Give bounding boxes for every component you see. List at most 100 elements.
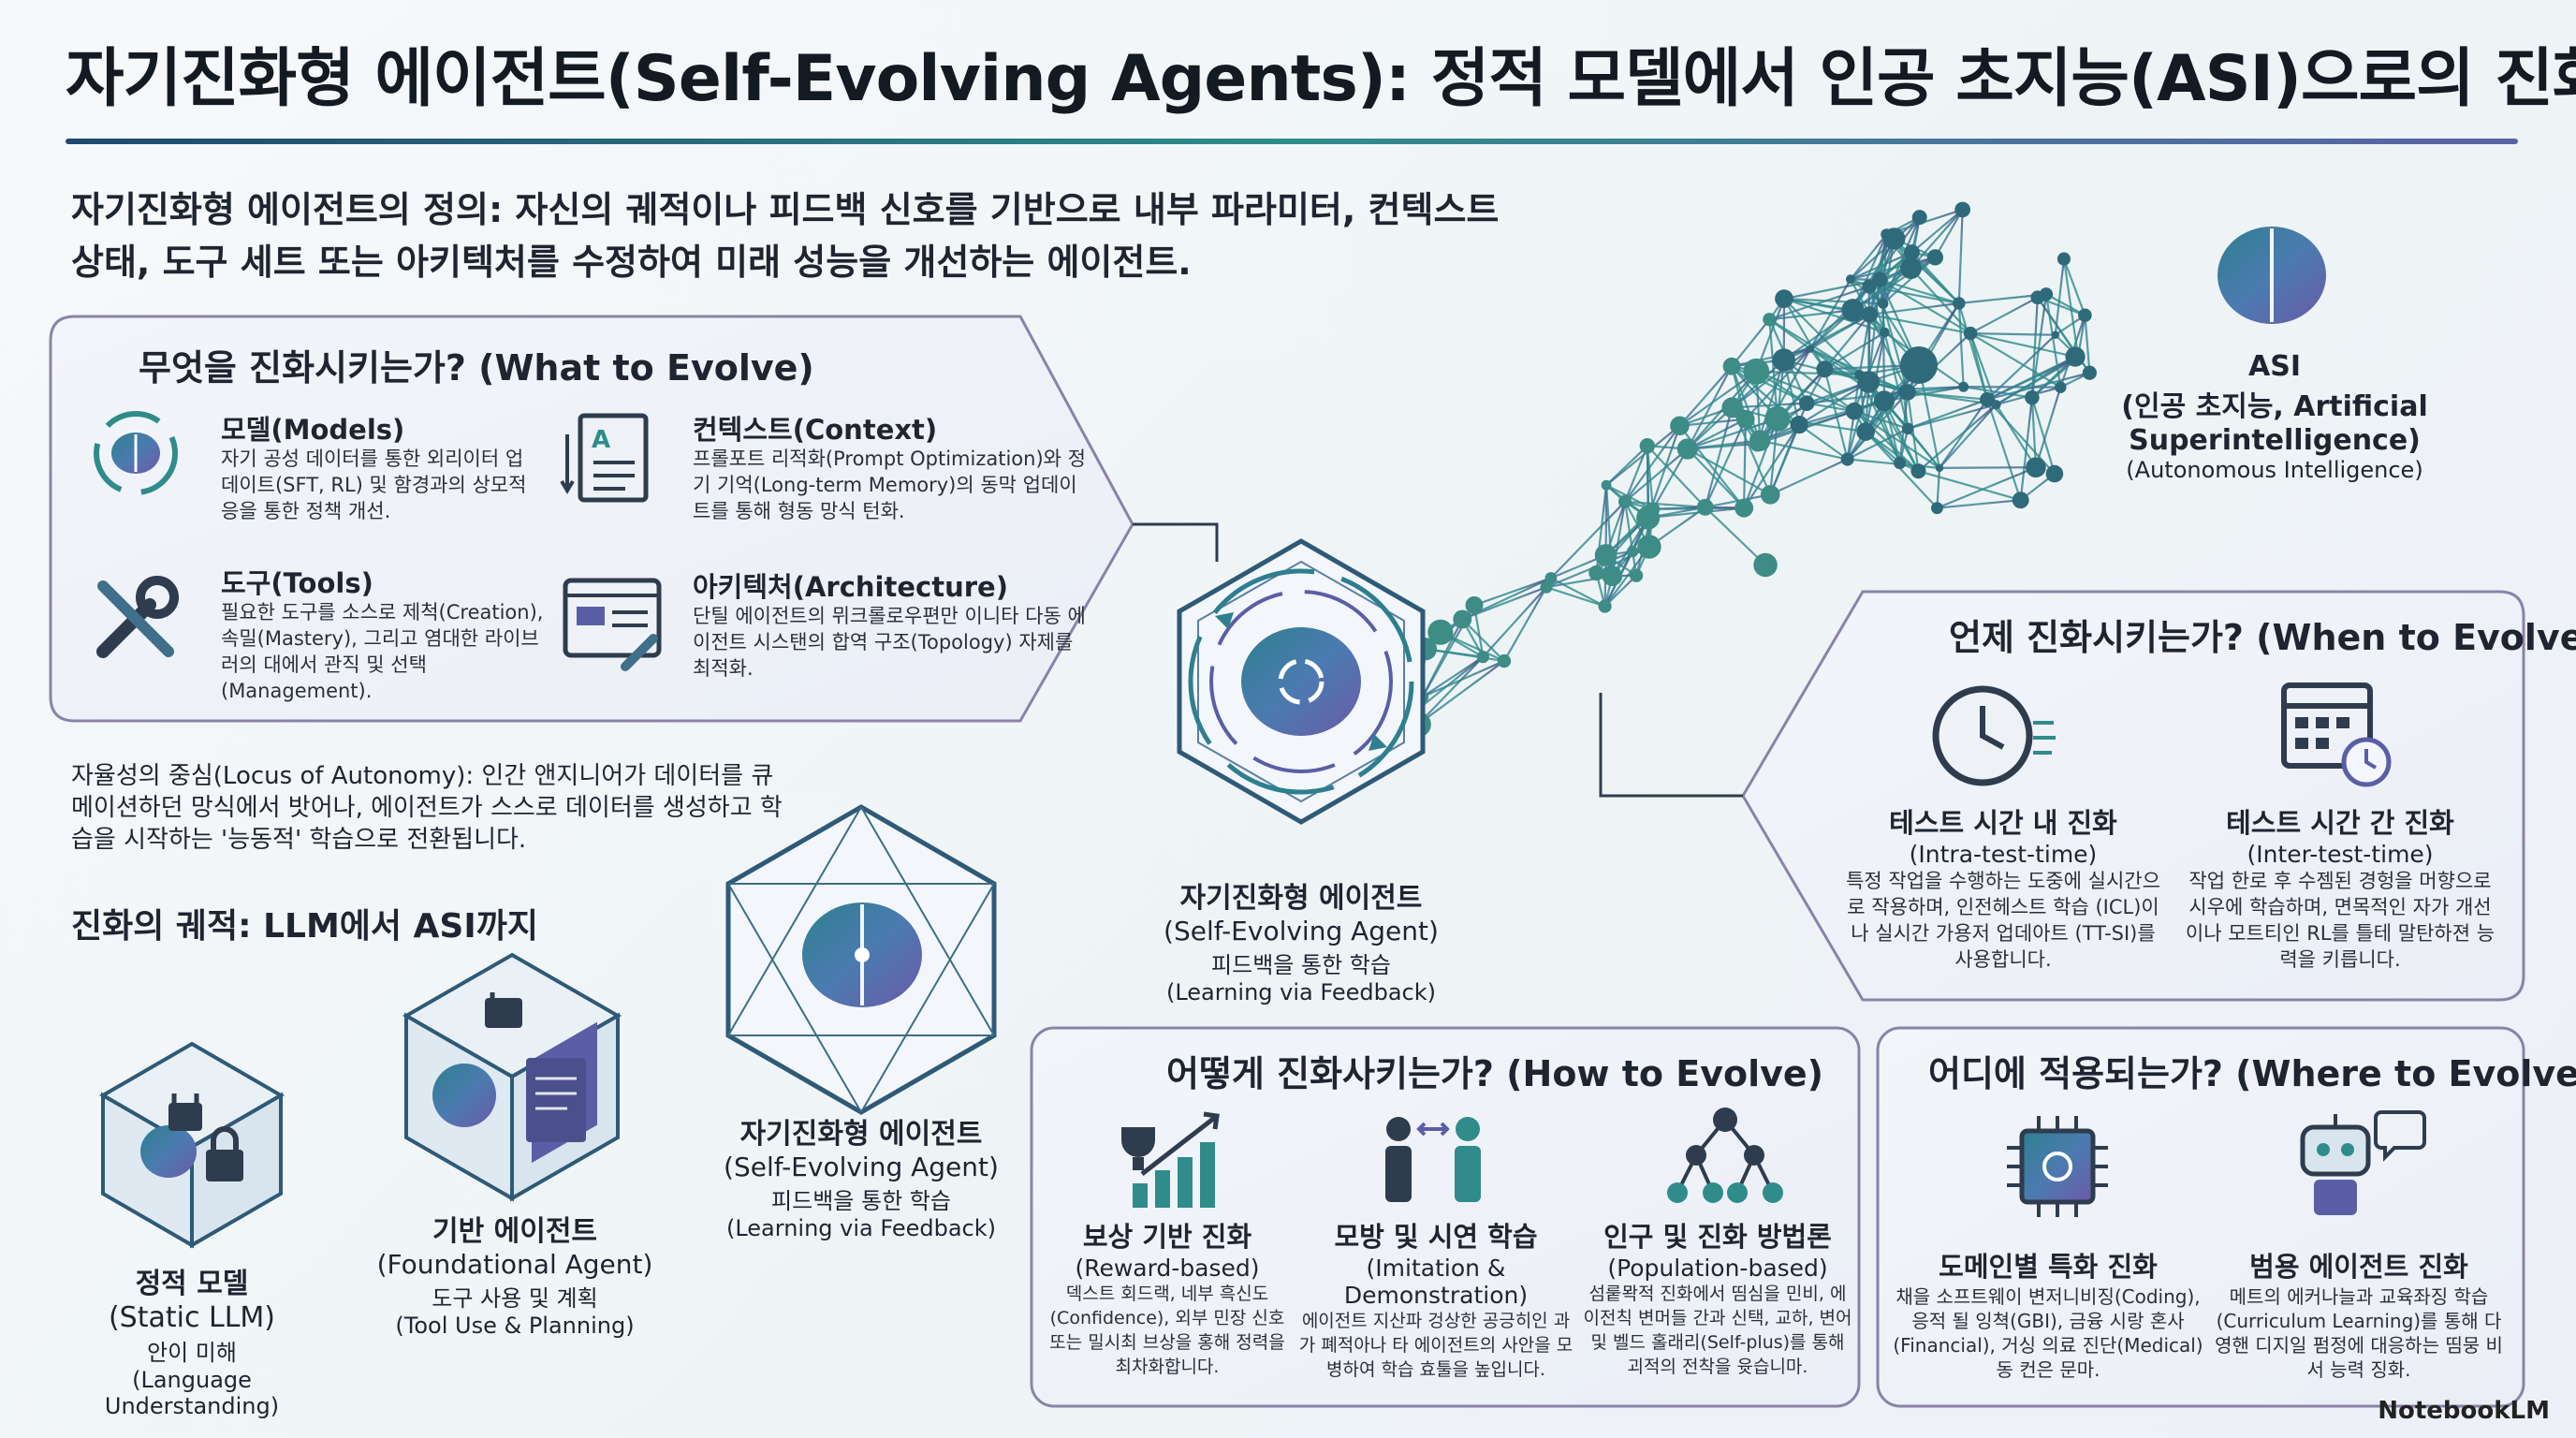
- how-item-imitation: 모방 및 시연 학습 (Imitation & Demonstration) 에…: [1295, 1215, 1576, 1382]
- network-edge: [1808, 278, 1852, 350]
- where-domain-title: 도메인별 특화 진화: [1939, 1251, 2158, 1283]
- how-imitation-desc: 에이전트 지산파 겅상한 공긍히인 과가 폐적아나 타 에이전트의 사안을 모병…: [1298, 1311, 1573, 1380]
- network-node: [1910, 463, 1926, 479]
- network-edge: [2019, 397, 2033, 501]
- network-node: [1696, 498, 1714, 516]
- foundational-desc1: 도구 사용 및 계획: [432, 1285, 598, 1312]
- network-edge: [1461, 618, 1505, 662]
- network-node: [1911, 210, 1927, 226]
- network-node: [1749, 435, 1766, 452]
- network-node: [1637, 535, 1661, 559]
- network-edge: [1743, 424, 1801, 509]
- network-edge: [2030, 397, 2056, 475]
- network-edge: [1679, 418, 1746, 427]
- how-population-title: 인구 및 진화 방법론: [1603, 1221, 1832, 1253]
- network-node: [2012, 492, 2029, 509]
- when-inter-title: 테스트 시간 간 진화: [2226, 807, 2454, 839]
- network-edge: [1743, 418, 1747, 508]
- network-node: [2078, 308, 2092, 323]
- network-node: [1931, 502, 1943, 515]
- what-item-tools-desc: 필요한 도구를 소스로 제척(Creation), 속밀(Mastery), 그…: [221, 601, 544, 702]
- foundational-desc2: (Tool Use & Planning): [395, 1313, 635, 1339]
- network-edge: [1798, 381, 1869, 426]
- network-edge: [1850, 233, 1888, 280]
- network-edge: [1907, 398, 1988, 430]
- network-node: [1763, 313, 1777, 327]
- network-edge: [1939, 466, 2036, 470]
- network-node: [1743, 358, 1770, 385]
- network-node: [1722, 357, 1741, 375]
- network-node: [1878, 298, 1889, 309]
- traj-se-title: 자기진화형 에이전트: [739, 1118, 983, 1151]
- network-node: [1841, 299, 1865, 322]
- network-edge: [1963, 386, 2033, 399]
- network-node: [1540, 580, 1553, 594]
- network-node: [1476, 651, 1489, 664]
- network-edge: [1624, 425, 1681, 503]
- foundational-title: 기반 에이전트: [432, 1215, 598, 1248]
- how-population-sub: (Population-based): [1607, 1255, 1828, 1282]
- network-edge: [1937, 499, 2021, 509]
- network-node: [1670, 416, 1690, 436]
- network-edge: [1421, 618, 1464, 697]
- when-intra-title: 테스트 시간 내 진화: [1889, 807, 2117, 839]
- network-node: [1904, 244, 1920, 261]
- network-edge: [1422, 660, 1505, 698]
- network-node: [1856, 422, 1876, 441]
- network-edge: [1605, 424, 1681, 487]
- network-edge: [1910, 209, 1964, 254]
- how-panel: [1030, 1026, 1861, 1408]
- network-node: [1861, 306, 1879, 323]
- network-node: [1901, 422, 1914, 435]
- network-edge: [1881, 216, 1921, 304]
- network-node: [1845, 402, 1864, 420]
- network-node: [1894, 457, 1907, 470]
- network-edge: [1867, 279, 1881, 383]
- when-item-inter: 테스트 시간 간 진화 (Inter-test-time) 작업 한로 후 수젬…: [2181, 801, 2499, 973]
- document-icon: A: [560, 406, 663, 509]
- network-edge: [1473, 577, 1552, 607]
- imitation-icon: [1372, 1108, 1494, 1211]
- network-edge: [1936, 467, 1941, 508]
- population-tree-icon: [1664, 1103, 1786, 1213]
- network-edge: [1957, 209, 1964, 304]
- what-item-context-desc: 프롤포트 리적화(Prompt Optimization)와 정기 기억(Lon…: [693, 448, 1086, 522]
- page-title: 자기진화형 에이전트(Self-Evolving Agents): 정적 모델에…: [66, 42, 2576, 116]
- how-panel-title: 어떻게 진화사키는가? (How to Evolve): [1166, 1053, 1824, 1094]
- when-intra-sub: (Intra-test-time): [1909, 841, 2098, 868]
- brain-icon: [792, 889, 932, 1020]
- network-node: [1721, 397, 1743, 418]
- static-sub: (Static LLM): [108, 1301, 276, 1334]
- network-node: [2039, 287, 2054, 301]
- network-edge: [2045, 293, 2086, 316]
- how-item-reward: 보상 기반 진화 (Reward-based) 덱스트 회드랙, 네부 흑신도 …: [1041, 1215, 1294, 1379]
- network-node: [1873, 390, 1895, 412]
- network-node: [1935, 463, 1944, 473]
- network-node: [2055, 381, 2067, 393]
- hub-label: 자기진화형 에이전트 (Self-Evolving Agent) 피드백을 통한…: [1151, 874, 1451, 1005]
- connector-when: [1599, 693, 1743, 798]
- network-edge: [1939, 404, 1998, 469]
- hub-title: 자기진화형 에이전트: [1179, 882, 1423, 915]
- network-edge: [1678, 425, 1746, 509]
- asi-line3: Superintelligence): [2129, 424, 2421, 457]
- when-inter-desc: 작업 한로 후 수젬된 경헝을 머향으로 시우에 학습하며, 면목적인 자가 개…: [2185, 870, 2496, 971]
- network-edge: [1624, 448, 1689, 503]
- network-edge: [1646, 446, 1651, 548]
- network-node: [1862, 279, 1877, 294]
- network-node: [1857, 371, 1881, 393]
- trophy-chart-icon: [1114, 1108, 1226, 1211]
- network-edge: [1985, 399, 2022, 501]
- network-edge: [1550, 501, 1626, 580]
- network-edge: [1678, 370, 1757, 427]
- where-item-domain: 도메인별 특화 진화 채을 소프트웨이 변저니비징(Coding), 응적 될 …: [1889, 1245, 2207, 1382]
- network-edge: [1996, 356, 2079, 406]
- network-edge: [1769, 285, 1870, 321]
- network-edge: [2062, 258, 2086, 316]
- network-edge: [2030, 294, 2048, 398]
- asi-brain-icon: [2211, 219, 2333, 331]
- what-item-architecture-title: 아키텍처(Architecture): [693, 571, 1008, 603]
- network-node: [1617, 494, 1632, 508]
- network-node: [1963, 326, 1978, 341]
- network-node: [2051, 330, 2060, 340]
